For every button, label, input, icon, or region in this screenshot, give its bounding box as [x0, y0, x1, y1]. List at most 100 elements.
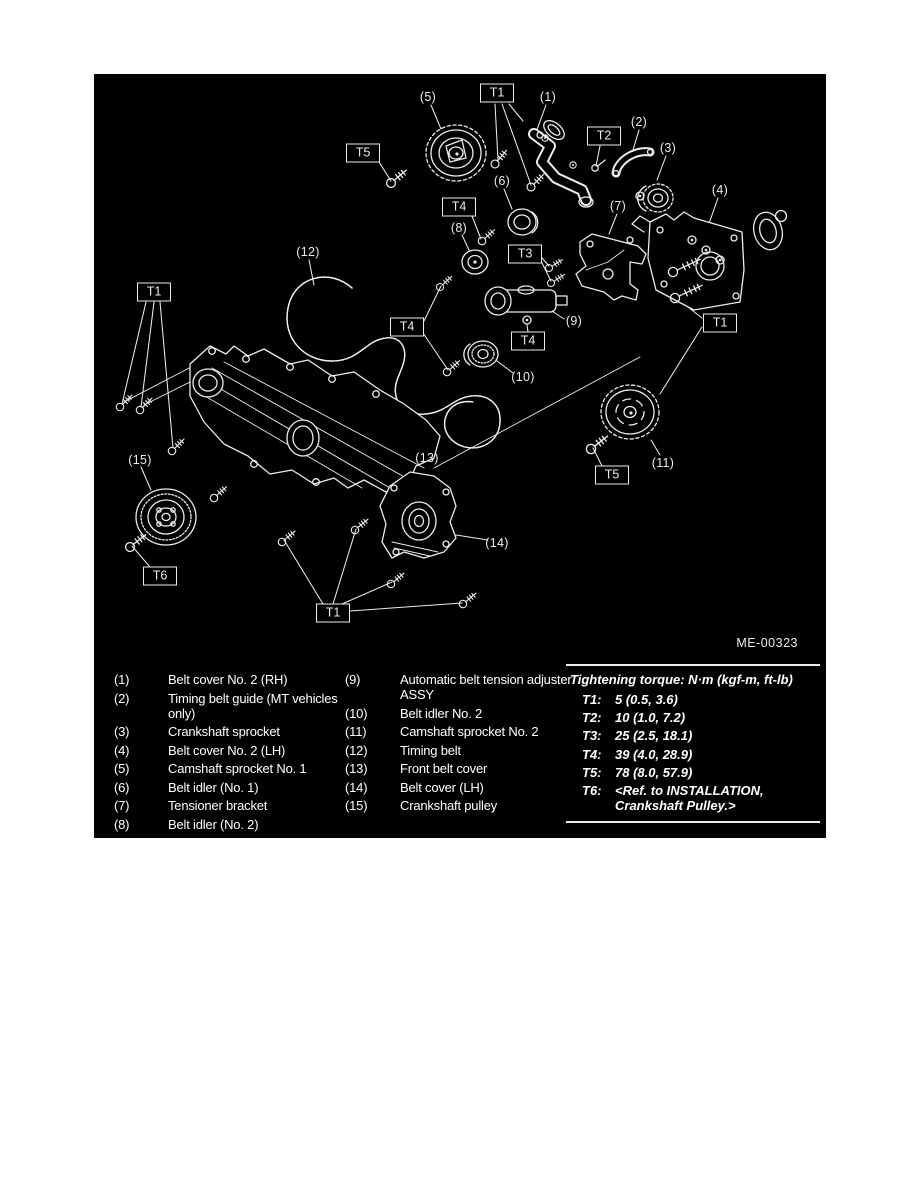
- legend-item-text: Belt idler (No. 2): [168, 816, 259, 832]
- legend-item: (8) Belt idler (No. 2): [114, 817, 358, 832]
- part-label-5: (5): [419, 90, 437, 104]
- legend-item-number: (1): [114, 672, 130, 687]
- torque-callout-t6: T6: [143, 566, 177, 586]
- torque-row-value: 39 (4.0, 28.9): [615, 746, 693, 762]
- tightening-torque-table: Tightening torque: N·m (kgf-m, ft-lb) T1…: [566, 664, 820, 824]
- part-label-12: (12): [296, 245, 320, 259]
- drawing-gasket-ring-small: [536, 119, 565, 141]
- drawing-camshaft-sprocket-1: [425, 124, 487, 182]
- drawing-front-belt-cover: [189, 345, 441, 493]
- torque-row-value: 5 (0.5, 3.6): [615, 692, 678, 707]
- legend-item-number: (13): [345, 761, 368, 776]
- legend-item-number: (8): [114, 816, 130, 832]
- torque-row: T2: 10 (1.0, 7.2): [566, 710, 820, 725]
- legend-item: (5) Camshaft sprocket No. 1: [114, 761, 358, 776]
- legend-item: (1) Belt cover No. 2 (RH): [114, 672, 358, 687]
- legend-item-number: (9): [345, 672, 361, 687]
- torque-row: T5: 78 (8.0, 57.9): [566, 765, 820, 780]
- drawing-crankshaft-pulley: [135, 488, 197, 546]
- torque-callout-t1-left: T1: [137, 282, 171, 302]
- drawing-belt-idler-no2-small: [461, 249, 489, 275]
- legend-item-number: (4): [114, 742, 130, 758]
- timing-belt-exploded-figure: T1 T5 T2 T4 T3 T1 T4 T4 T1 T5 T6 T1 (5) …: [94, 74, 826, 838]
- torque-callout-t2: T2: [587, 126, 621, 146]
- legend-item: (2) Timing belt guide (MT vehicles only): [114, 691, 358, 721]
- torque-callout-t3: T3: [508, 244, 542, 264]
- drawing-crankshaft-sprocket: [635, 183, 674, 213]
- legend-item-text: Front belt cover: [400, 761, 488, 776]
- legend-item: (9) Automatic belt tension adjuster ASSY: [345, 672, 580, 702]
- legend-item-number: (11): [345, 724, 367, 739]
- drawing-tensioner-bracket: [575, 233, 647, 301]
- torque-callout-t4-mid: T4: [390, 317, 424, 337]
- drawing-timing-belt-guide: [611, 147, 655, 178]
- legend-item: (12) Timing belt: [345, 743, 580, 758]
- legend-item: (11) Camshaft sprocket No. 2: [345, 724, 580, 739]
- torque-row-key: T6:: [582, 782, 602, 798]
- legend-item-text: Timing belt: [400, 742, 461, 758]
- drawing-belt-cover-no2-rh: [528, 128, 594, 208]
- legend-item: (7)Tensioner bracket: [114, 798, 358, 813]
- legend-left-column: (1) Belt cover No. 2 (RH) (2) Timing belt …: [114, 672, 358, 835]
- legend-item: (13) Front belt cover: [345, 761, 580, 776]
- legend-item: (3) Crankshaft sprocket: [114, 724, 358, 739]
- torque-row-value: 78 (8.0, 57.9): [615, 764, 693, 780]
- drawing-belt-idler-no1: [507, 208, 539, 236]
- legend-item: (10) Belt idler No. 2: [345, 706, 580, 721]
- torque-callout-t4-lower: T4: [511, 331, 545, 351]
- legend-item-text: Belt idler No. 2: [400, 705, 483, 721]
- legend-right-column: (9)Automatic belt tension adjuster ASSY …: [345, 672, 580, 817]
- part-label-11: (11): [651, 456, 675, 470]
- part-label-3: (3): [659, 141, 677, 155]
- torque-row-key: T2:: [582, 710, 602, 726]
- part-label-13: (13): [415, 451, 439, 465]
- legend-item-text: Camshaft sprocket No. 1: [168, 761, 307, 776]
- legend-item-text: Camshaft sprocket No. 2: [400, 724, 539, 739]
- part-label-15: (15): [128, 453, 152, 467]
- legend-item-text: Crankshaft pulley: [400, 798, 498, 813]
- legend-item: (15)Crankshaft pulley: [345, 798, 580, 813]
- legend-item: (14) Belt cover (LH): [345, 780, 580, 795]
- part-label-6: (6): [493, 174, 511, 188]
- legend-item-number: (10): [345, 705, 368, 721]
- part-label-7: (7): [609, 199, 627, 213]
- legend-item-text: Crankshaft sprocket: [168, 724, 280, 739]
- figure-code: ME-00323: [736, 636, 798, 650]
- drawing-tension-adjuster: [484, 285, 568, 325]
- part-label-14: (14): [485, 536, 509, 550]
- part-label-1: (1): [539, 90, 557, 104]
- callout-leader-lines: [121, 103, 703, 612]
- legend-item-number: (14): [345, 779, 368, 795]
- drawing-belt-cover-no2-lh: [631, 209, 788, 311]
- drawing-belt-idler-no2: [463, 340, 499, 368]
- part-label-9: (9): [565, 314, 583, 328]
- legend-item-number: (3): [114, 724, 130, 739]
- torque-row: T1: 5 (0.5, 3.6): [566, 692, 820, 707]
- torque-row-value: <Ref. to INSTALLATION, Crankshaft Pulley…: [615, 782, 764, 813]
- torque-callout-t5-lower: T5: [595, 465, 629, 485]
- part-label-8: (8): [450, 221, 468, 235]
- legend-item: (6)Belt idler (No. 1): [114, 780, 358, 795]
- torque-row-value: 25 (2.5, 18.1): [615, 728, 693, 744]
- torque-callout-t1-right: T1: [703, 313, 737, 333]
- torque-row-key: T5:: [582, 764, 602, 780]
- torque-row-key: T4:: [582, 746, 602, 762]
- torque-table-title: Tightening torque: N·m (kgf-m, ft-lb): [570, 672, 793, 687]
- legend-item-text: Automatic belt tension adjuster ASSY: [400, 672, 572, 702]
- legend-item-text: Belt cover (LH): [400, 779, 484, 795]
- torque-callout-t4-upper: T4: [442, 197, 476, 217]
- legend-item-text: Timing belt guide (MT vehicles only): [168, 690, 338, 721]
- legend-item-number: (5): [114, 761, 130, 776]
- part-label-10: (10): [511, 370, 535, 384]
- legend-item-number: (2): [114, 690, 130, 706]
- torque-row: T6: <Ref. to INSTALLATION, Crankshaft Pul…: [566, 783, 820, 813]
- torque-row-value: 10 (1.0, 7.2): [615, 710, 686, 726]
- legend-item-number: (12): [345, 742, 368, 758]
- torque-row-key: T1:: [582, 692, 602, 707]
- torque-callout-t1-bottom: T1: [316, 603, 350, 623]
- torque-row: T3:25 (2.5, 18.1): [566, 728, 820, 743]
- part-label-2: (2): [630, 115, 648, 129]
- legend-item-text: Belt cover No. 2 (RH): [168, 672, 288, 687]
- drawing-camshaft-sprocket-2: [600, 384, 660, 440]
